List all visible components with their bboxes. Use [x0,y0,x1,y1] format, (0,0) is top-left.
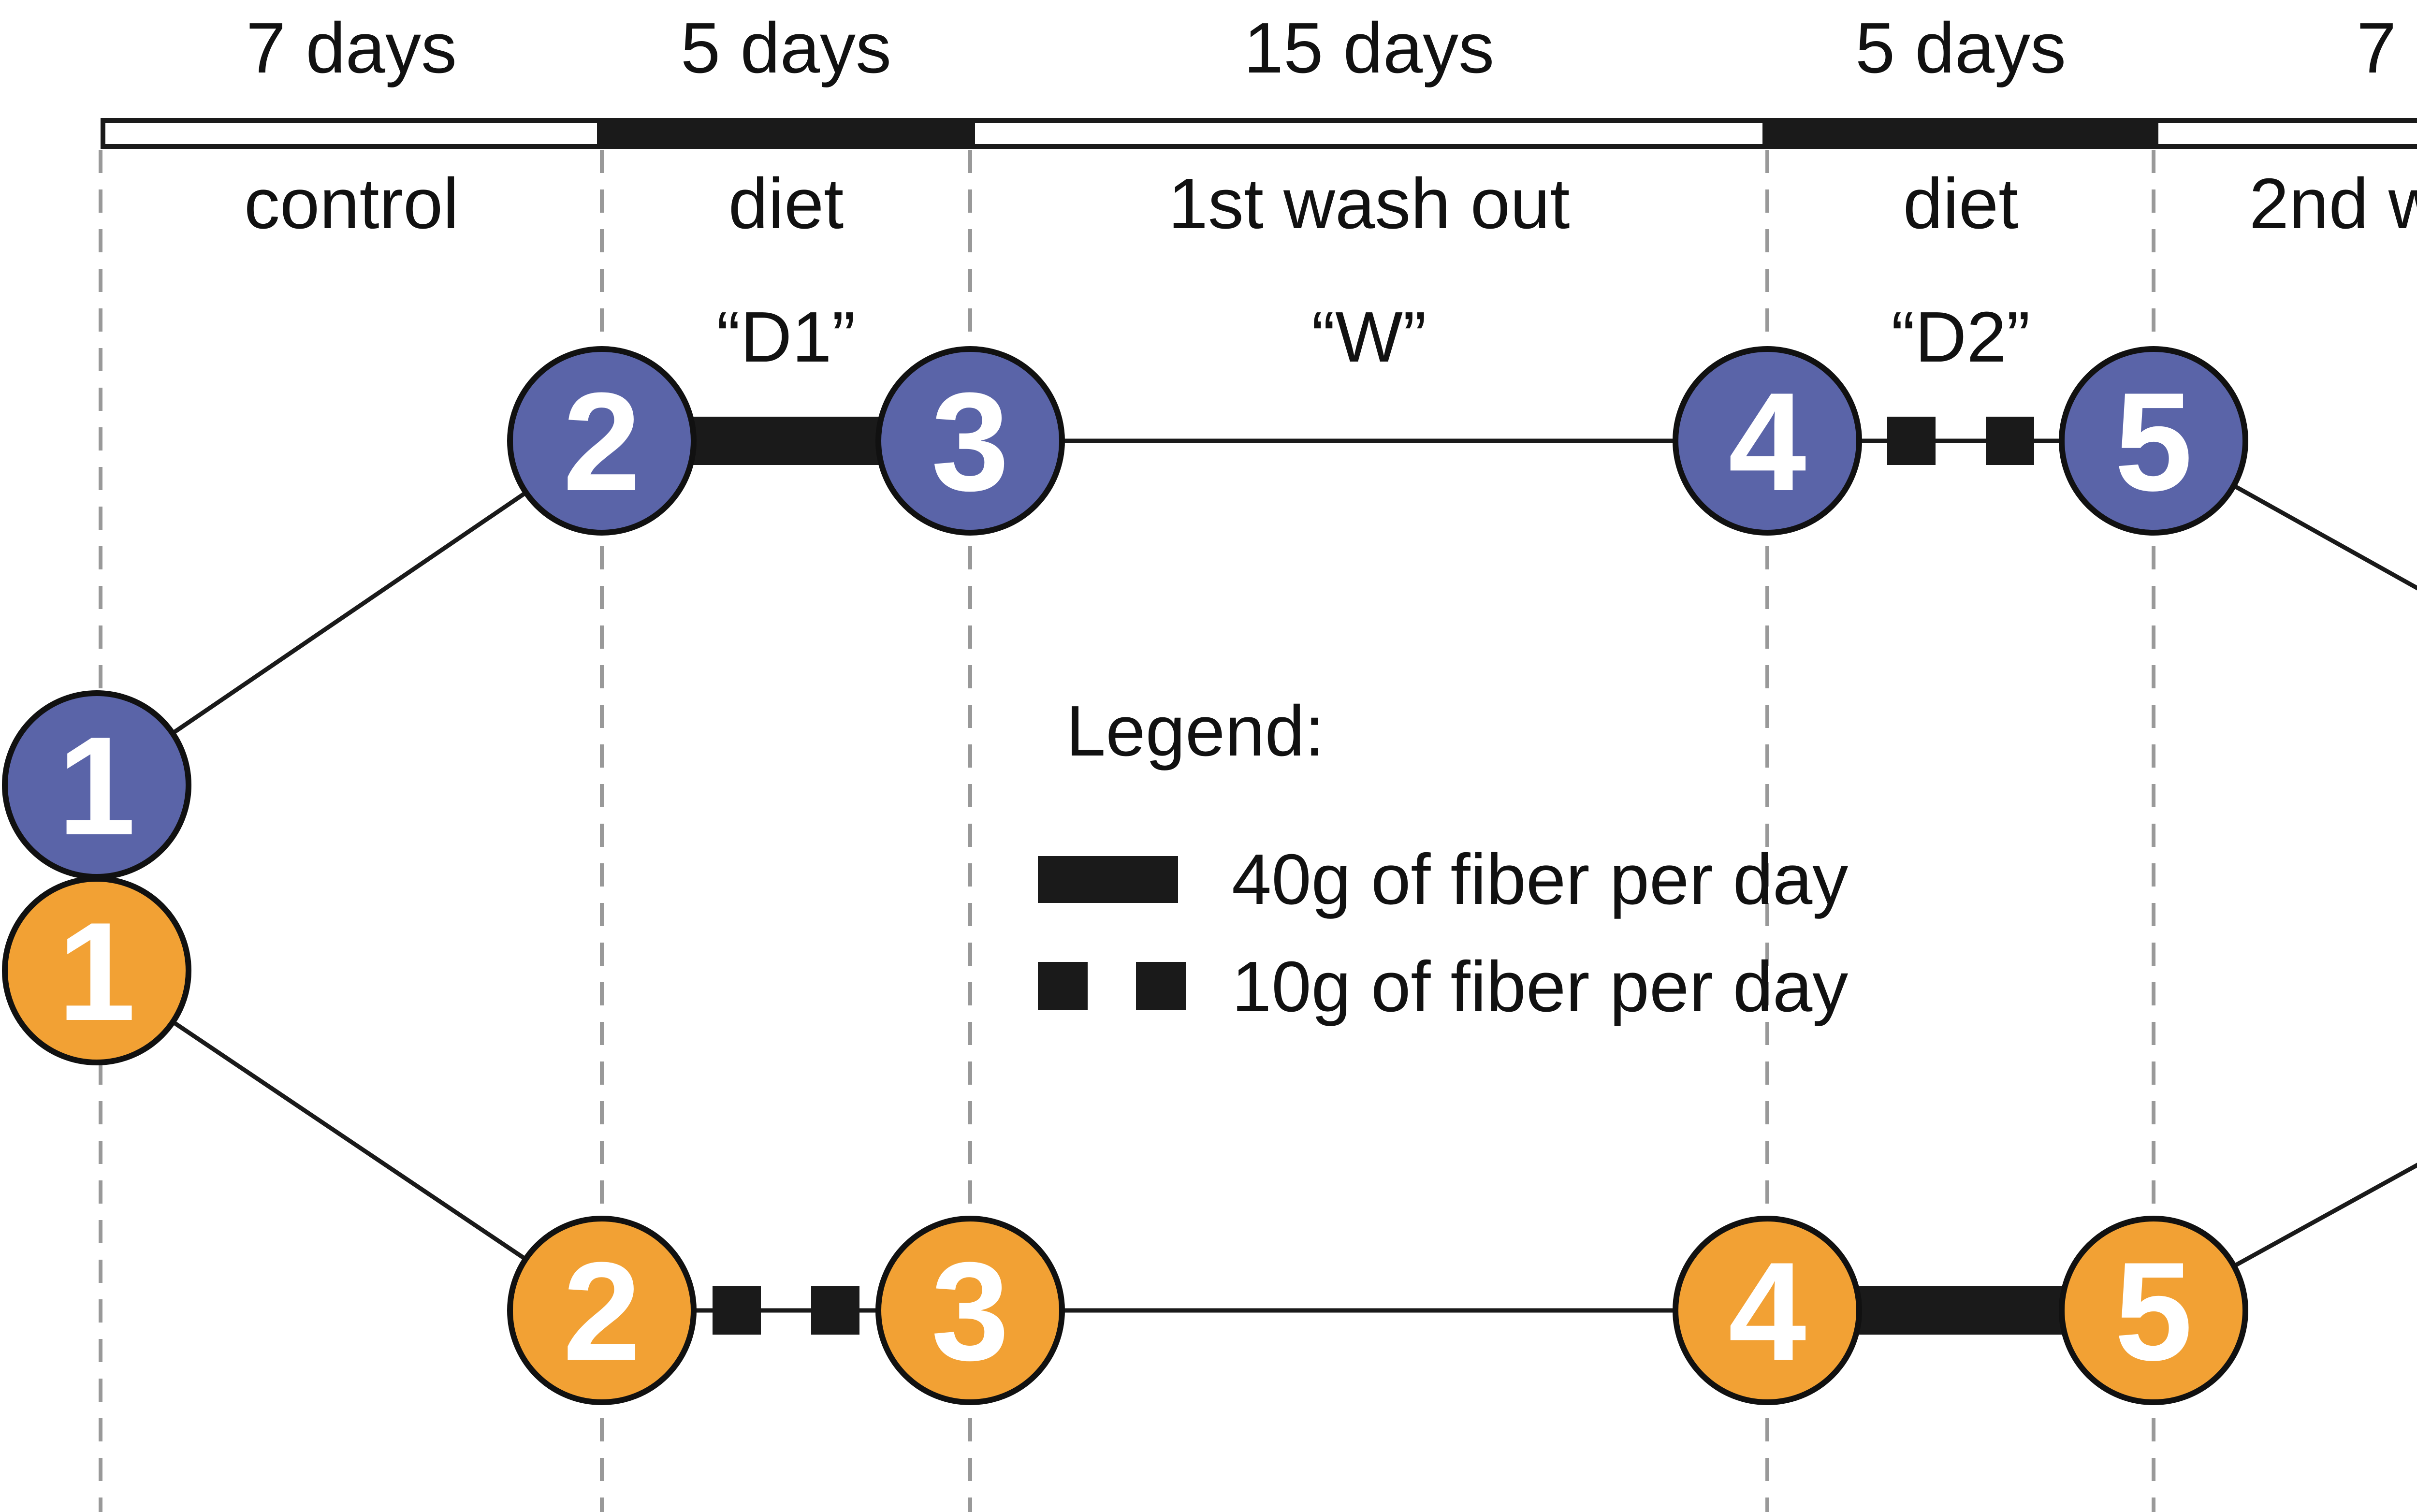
duration-label-2: 5 days [681,8,891,88]
legend-label-40g: 40g of fiber per day [1232,840,1848,919]
bar-10g-orange-square-1 [713,1286,761,1335]
connector-orange-1-2 [95,969,603,1312]
node-orange-1 [2,876,191,1065]
node-blue-4-label: 4 [1728,363,1807,520]
node-orange-3 [875,1216,1065,1405]
connector-orange-5-6 [2152,1163,2417,1312]
timeline-segment-control [105,123,597,144]
node-orange-2 [507,1216,697,1405]
node-blue-3-label: 3 [931,363,1009,520]
timeline-segment-washout-2 [2158,123,2417,144]
timeline-segment-washout-1 [975,123,1762,144]
node-orange-4 [1673,1216,1862,1405]
bar-10g-blue-square-2 [1986,417,2034,465]
node-blue-5 [2059,346,2248,536]
connector-blue-1-2 [95,439,603,787]
phase-label-washout-2: 2nd wash out [2249,164,2417,244]
node-blue-1-label: 1 [58,708,135,864]
legend-swatch-40g [1038,856,1178,903]
orange-arm: 1 2 3 4 5 6 [2,876,2248,1405]
phase-code-labels: “D1” “W” “D2” [716,297,2030,377]
node-orange-1-label: 1 [58,893,135,1050]
blue-arm: 1 2 3 4 5 6 [2,346,2248,880]
duration-label-4: 5 days [1855,8,2066,88]
phase-label-control: control [244,164,459,244]
legend-swatch-10g-square-2 [1136,962,1186,1010]
node-blue-2-label: 2 [563,363,641,520]
bar-10g-orange-square-2 [811,1286,859,1335]
node-blue-5-label: 5 [2114,363,2192,520]
node-orange-4-label: 4 [1728,1233,1807,1390]
node-orange-5-label: 5 [2114,1233,2192,1390]
legend: Legend: 40g of fiber per day 10g of fibe… [1038,691,1848,1027]
duration-label-3: 15 days [1244,8,1494,88]
legend-label-10g: 10g of fiber per day [1232,947,1848,1027]
node-orange-5 [2059,1216,2248,1405]
legend-title: Legend: [1066,691,1325,771]
phase-label-diet-2: diet [1903,164,2019,244]
connector-blue-5-6 [2152,439,2417,591]
phase-labels: control diet 1st wash out diet 2nd wash … [244,164,2417,244]
node-blue-2 [507,346,697,536]
node-blue-4 [1673,346,1862,536]
phase-code-w: “W” [1311,297,1427,377]
phase-label-diet-1: diet [728,164,844,244]
legend-swatch-10g-square-1 [1038,962,1088,1010]
node-orange-3-label: 3 [931,1233,1009,1390]
duration-label-1: 7 days [246,8,457,88]
node-orange-2-label: 2 [563,1233,641,1390]
phase-label-washout-1: 1st wash out [1168,164,1570,244]
duration-labels: 7 days 5 days 15 days 5 days 7 days [246,8,2417,88]
phase-code-d1: “D1” [716,297,856,377]
node-blue-3 [875,346,1065,536]
timeline-bar [101,118,2417,149]
bar-10g-blue-square-1 [1887,417,1936,465]
phase-code-d2: “D2” [1891,297,2030,377]
duration-label-5: 7 days [2357,8,2417,88]
